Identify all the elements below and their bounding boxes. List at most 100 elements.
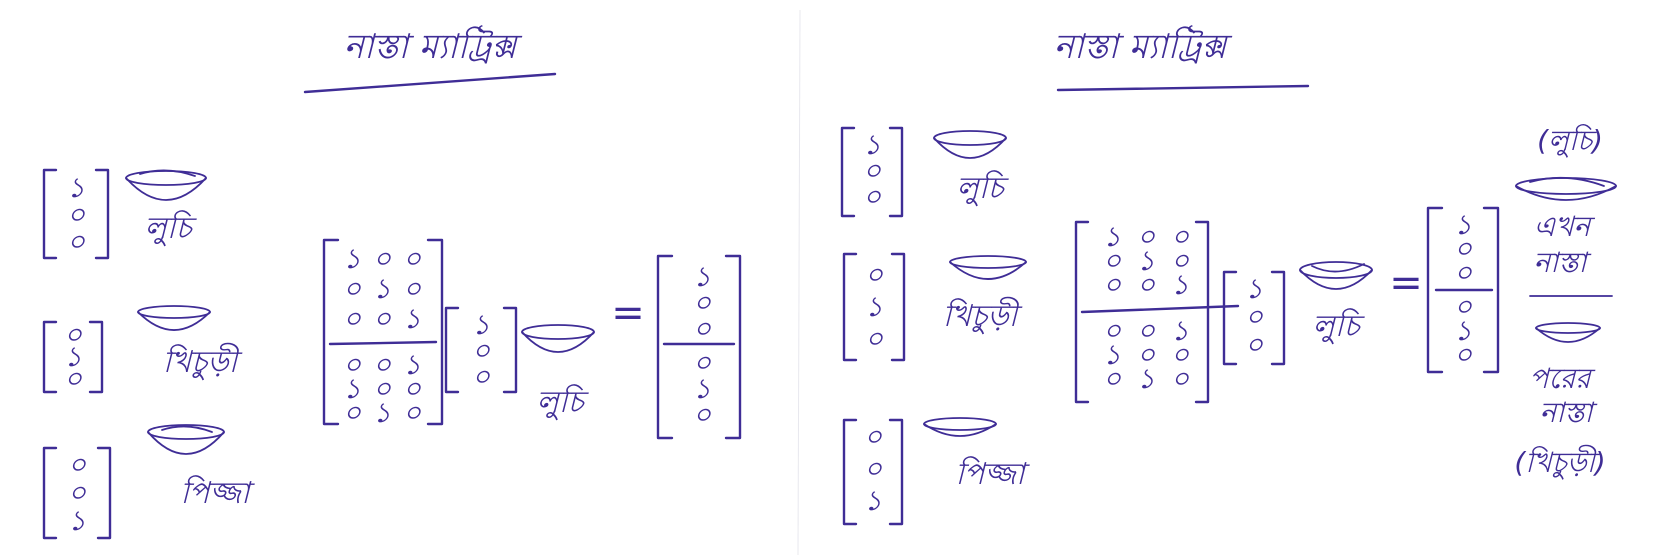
matrix-cell: ০ <box>1171 362 1190 395</box>
food-label: লুচি <box>956 170 1009 207</box>
vector-digit: ০ <box>472 360 491 393</box>
matrix-cell: ০ <box>373 348 392 381</box>
bowl-icon <box>137 305 211 331</box>
bracket-right <box>502 306 518 394</box>
bracket-left <box>42 446 58 540</box>
result-digit: ১ <box>1454 208 1472 241</box>
bracket-left <box>656 254 674 440</box>
matrix-cell: ১ <box>1137 362 1155 395</box>
bowl-icon <box>933 130 1007 159</box>
vector-digit: ১ <box>67 171 85 204</box>
food-label: লুচি <box>144 210 197 247</box>
bracket-right <box>426 238 444 426</box>
bracket-left <box>42 320 58 394</box>
right-vector-khichuri: ০ ১ ০ খিচুড়ী <box>842 252 1027 362</box>
matrix-cell: ০ <box>1103 268 1122 301</box>
right-vector-luchi: ১ ০ ০ লুচি <box>840 126 1009 218</box>
equals-sign: = <box>1389 260 1423 306</box>
annotation-breakfast: নাস্তা <box>1533 246 1592 279</box>
matrix-cell: ০ <box>403 372 422 405</box>
result-digit: ১ <box>1454 314 1472 347</box>
bracket-left <box>42 168 58 260</box>
vector-digit: ১ <box>64 340 82 373</box>
matrix-cell: ০ <box>373 242 392 275</box>
result-digit: ১ <box>693 372 711 405</box>
result-digit: ০ <box>693 398 712 431</box>
bracket-left <box>840 126 856 218</box>
bowl-icon <box>923 417 997 437</box>
left-panel: নাস্তা ম্যাট্রিক্স ১ ০ ০ লুচি ০ ১ ০ <box>42 25 742 540</box>
annotation-next: পরের <box>1529 362 1596 395</box>
vector-digit: ১ <box>472 308 490 341</box>
matrix-cell: ০ <box>343 396 362 429</box>
result-digit: ০ <box>693 286 712 319</box>
food-label: পিজ্জা <box>180 475 254 511</box>
left-result-vector: ১ ০ ০ ০ ১ ০ <box>656 254 742 440</box>
bowl-icon <box>1299 261 1373 290</box>
matrix-cell: ০ <box>343 302 362 335</box>
bowl-icon <box>147 424 225 455</box>
bracket-left <box>1074 220 1090 404</box>
matrix-cell: ১ <box>403 348 421 381</box>
food-label: পিজ্জা <box>955 456 1029 492</box>
bracket-left <box>842 418 858 526</box>
vector-digit: ০ <box>68 476 87 509</box>
bowl-icon <box>1535 322 1601 343</box>
matrix-divider <box>1080 304 1240 314</box>
matrix-cell: ১ <box>1171 314 1189 347</box>
matrix-cell: ১ <box>343 242 361 275</box>
left-vector-pizza: ০ ০ ১ পিজ্জা <box>42 424 255 540</box>
matrix-cell: ০ <box>1103 244 1122 277</box>
vector-digit: ০ <box>865 322 884 355</box>
left-title-underline <box>303 72 557 94</box>
matrix-cell: ০ <box>1171 220 1190 253</box>
vector-digit: ০ <box>1245 300 1264 333</box>
result-digit: ০ <box>1454 256 1473 289</box>
matrix-divider <box>328 340 438 346</box>
bracket-right <box>1270 270 1286 366</box>
left-vector-luchi: ১ ০ ০ লুচি <box>42 168 207 260</box>
right-input-vector: ১ ০ ০ লুচি <box>1222 261 1373 366</box>
matrix-cell: ০ <box>373 302 392 335</box>
food-label: লুচি <box>536 384 589 421</box>
annotation-top-label: (লুচি) <box>1537 123 1603 158</box>
right-title: নাস্তা ম্যাট্রিক্স <box>1054 25 1233 67</box>
annotation-bottom-label: (খিচুড়ী) <box>1514 444 1605 480</box>
bracket-left <box>444 306 460 394</box>
matrix-cell: ০ <box>403 242 422 275</box>
bracket-left <box>842 252 858 362</box>
equals-sign: = <box>611 290 645 336</box>
bracket-left <box>322 238 340 426</box>
annotation-now: এখন <box>1534 210 1596 243</box>
bowl-icon <box>1515 176 1617 201</box>
vector-digit: ০ <box>864 452 883 485</box>
matrix-cell: ০ <box>343 348 362 381</box>
matrix-cell: ১ <box>1103 220 1121 253</box>
matrix-cell: ০ <box>1171 338 1190 371</box>
right-annotations: (লুচি) এখন নাস্তা পরের নাস্তা (খিচুড়ী) <box>1514 123 1617 480</box>
vector-digit: ১ <box>865 290 883 323</box>
right-result-vector: ১ ০ ০ ০ ১ ০ <box>1426 206 1500 374</box>
matrix-cell: ০ <box>1171 244 1190 277</box>
result-digit: ০ <box>693 346 712 379</box>
panel-divider <box>797 9 801 556</box>
bracket-right <box>94 168 110 260</box>
matrix-cell: ০ <box>1103 314 1122 347</box>
left-input-vector: ১ ০ ০ লুচি <box>444 306 595 421</box>
matrix-cell: ০ <box>403 272 422 305</box>
result-digit: ০ <box>1454 290 1473 323</box>
matrix-cell: ১ <box>403 302 421 335</box>
bracket-right <box>1482 206 1500 374</box>
result-digit: ০ <box>693 312 712 345</box>
matrix-cell: ১ <box>1103 338 1121 371</box>
bracket-left <box>1222 270 1238 366</box>
result-digit: ০ <box>1454 338 1473 371</box>
matrix-cell: ১ <box>1137 244 1155 277</box>
bracket-right <box>88 320 104 394</box>
vector-digit: ০ <box>68 448 87 481</box>
right-title-underline <box>1056 84 1310 92</box>
